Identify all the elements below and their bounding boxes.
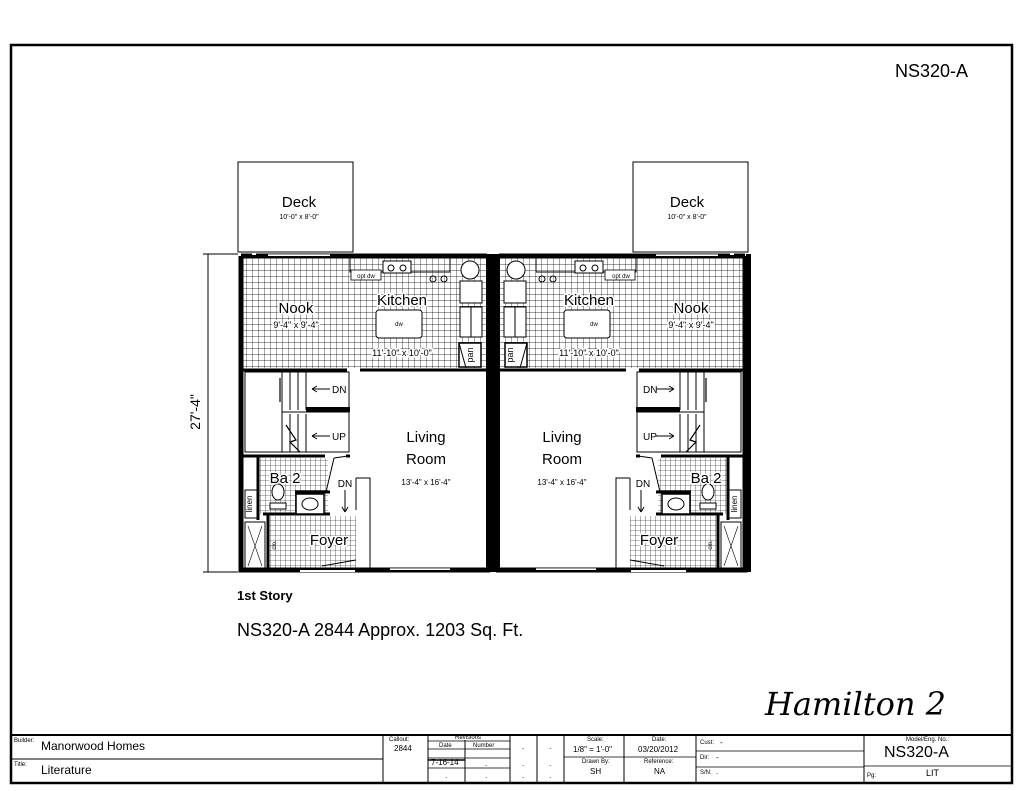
left-foyer-dn: DN (338, 479, 352, 490)
plan-name: Hamilton 2 (764, 685, 946, 723)
left-bath-label: Ba 2 (270, 470, 301, 487)
left-living-label-1: Living (406, 429, 445, 446)
date-label: Date: (652, 737, 667, 743)
left-pantry: pan (465, 347, 475, 362)
left-foyer-label: Foyer (310, 532, 348, 549)
sheet-model-code: NS320-A (895, 61, 968, 81)
blank-cell-4: . (549, 759, 552, 768)
model-label: Model/Eng. No.: (906, 737, 950, 743)
reference-label: Reference: (644, 759, 674, 765)
reference-value: NA (654, 767, 666, 776)
right-island-dw: dw (590, 322, 598, 328)
right-unit (493, 162, 748, 572)
sn-value: . (716, 767, 719, 776)
blank-cell-1: . (522, 742, 525, 751)
blank-cell-3: . (522, 759, 525, 768)
plan-caption: NS320-A 2844 Approx. 1203 Sq. Ft. (237, 620, 523, 640)
model-value: NS320-A (884, 744, 949, 761)
right-foyer-label: Foyer (640, 532, 678, 549)
drawn-label: Drawn By: (582, 759, 610, 765)
left-stair-dn: DN (332, 385, 346, 396)
rev-date-1: 7-16-14 (431, 758, 459, 767)
right-nook-size: 9'-4" x 9'-4" (668, 320, 713, 330)
right-living-label-2: Room (542, 451, 582, 468)
scale-value: 1/8" = 1'-0" (573, 745, 613, 754)
title-block-grid (10, 734, 1013, 784)
cust-label: Cust: (700, 740, 715, 746)
right-linen: linen (730, 496, 739, 513)
builder-label: Builder: (14, 738, 35, 744)
title-label: Title: (14, 762, 27, 768)
sheet-border (9, 43, 1014, 785)
right-kitchen-size: 11'-10" x 10'-0" (559, 348, 619, 358)
rev-number-1: . (485, 759, 488, 768)
dimension-line (203, 253, 238, 573)
left-living-label-2: Room (406, 451, 446, 468)
left-nook-size: 9'-4" x 9'-4" (273, 320, 318, 330)
pg-value: LIT (926, 768, 940, 778)
rev-number-2: . (485, 771, 488, 780)
blank-cell-5: . (522, 771, 525, 780)
rev-date-label: Date (439, 743, 452, 749)
rev-number-label: Number (473, 743, 495, 749)
rev-date-2: . (445, 771, 448, 780)
left-nook-label: Nook (278, 300, 314, 317)
left-kitchen-size: 11'-10" x 10'-0" (372, 348, 432, 358)
left-stair-up: UP (332, 432, 346, 443)
left-deck-label: Deck (282, 194, 317, 211)
callout-label: Callout: (389, 737, 410, 743)
left-deck-size: 10'-0" x 8'-0" (279, 214, 319, 221)
revisions-label: Revisions (455, 735, 482, 741)
right-exterior-wall (746, 254, 751, 572)
title-value: Literature (41, 763, 92, 777)
right-stair-up: UP (643, 432, 657, 443)
right-kitchen-label: Kitchen (564, 292, 614, 309)
dir-value: - (716, 753, 719, 762)
blank-cell-2: . (549, 742, 552, 751)
left-unit (238, 162, 493, 572)
right-opt-dw: opt dw (612, 274, 630, 280)
left-living-size: 13'-4" x 16'-4" (401, 478, 450, 487)
drawn-value: SH (590, 767, 602, 776)
date-value: 03/20/2012 (638, 745, 679, 754)
blank-cell-6: . (549, 771, 552, 780)
builder-name: Manorwood Homes (41, 739, 146, 753)
left-island-dw: dw (395, 322, 403, 328)
left-kitchen-label: Kitchen (377, 292, 427, 309)
overall-dimension: 27'-4" (187, 394, 203, 430)
left-opt-dw: opt dw (357, 274, 375, 280)
scale-label: Scale: (587, 737, 604, 743)
story-label: 1st Story (237, 588, 293, 603)
cust-value: - (720, 738, 723, 747)
left-linen: linen (245, 496, 254, 513)
right-living-size: 13'-4" x 16'-4" (537, 478, 586, 487)
right-bath-label: Ba 2 (691, 470, 722, 487)
right-foyer-dn: DN (636, 479, 650, 490)
right-closet: clo. (708, 540, 714, 550)
pg-label: Pg: (867, 773, 877, 779)
dir-label: Dir: (700, 755, 710, 761)
right-nook-label: Nook (673, 300, 709, 317)
right-living-label-1: Living (542, 429, 581, 446)
right-pantry: pan (505, 347, 515, 362)
right-deck-size: 10'-0" x 8'-0" (667, 214, 707, 221)
right-deck-label: Deck (670, 194, 705, 211)
right-stair-dn: DN (643, 385, 657, 396)
sn-label: S/N: (700, 770, 712, 776)
left-closet: clo. (272, 540, 278, 550)
callout-value: 2844 (394, 744, 412, 753)
